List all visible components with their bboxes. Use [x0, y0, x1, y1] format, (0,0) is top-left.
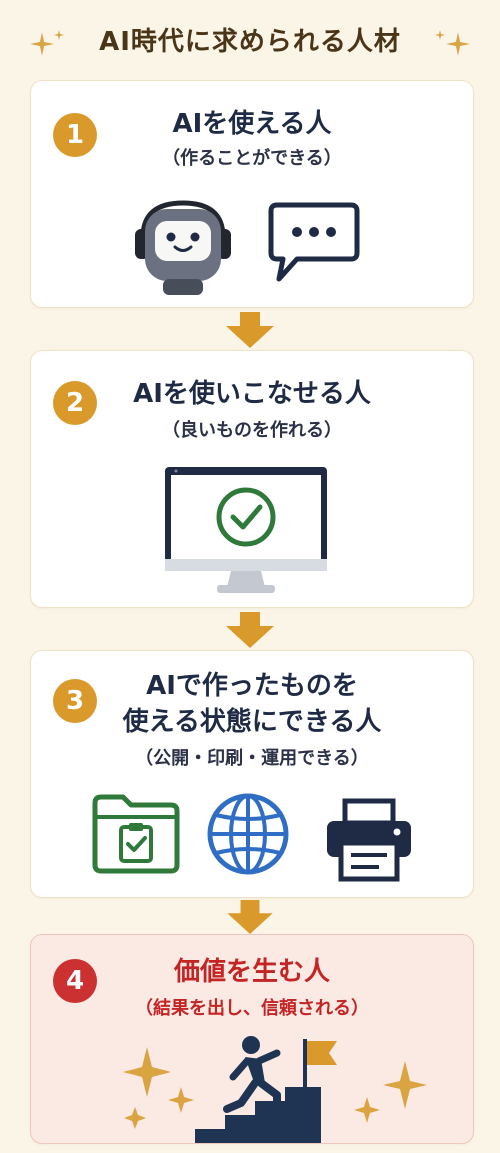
step-subtitle: （結果を出し、信頼される） — [135, 998, 369, 1019]
step-card-2: 2 AIを使いこなせる人 （良いものを作れる） — [30, 350, 474, 608]
step-number-badge: 2 — [53, 381, 97, 425]
sparkle-icon — [354, 1061, 427, 1123]
printer-icon — [327, 798, 411, 882]
sparkle-icon — [435, 30, 470, 56]
step-heading: AIを使える人 — [172, 109, 332, 139]
step-card-4: 4 価値を生む人 （結果を出し、信頼される） — [30, 934, 474, 1144]
step-heading: AIを使いこなせる人 — [133, 379, 371, 409]
monitor-check-icon — [165, 467, 327, 593]
step-heading: 価値を生む人 — [173, 957, 330, 987]
page-title: AI時代に求められる人材 — [99, 27, 401, 57]
speech-bubble-icon — [268, 202, 360, 282]
globe-icon — [207, 793, 289, 875]
folder-check-icon — [92, 794, 180, 874]
step-card-3: 3 AIで作ったものを 使える状態にできる人 （公開・印刷・運用できる） — [30, 650, 474, 898]
sparkle-icon — [123, 1047, 194, 1129]
down-arrow-icon — [226, 612, 274, 648]
down-arrow-icon — [226, 312, 274, 348]
step-number-badge: 4 — [53, 959, 97, 1003]
sparkle-icon — [30, 30, 64, 56]
step-subtitle: （良いものを作れる） — [162, 420, 342, 441]
step-number-badge: 3 — [53, 679, 97, 723]
step-heading-line-1: AIで作ったものを — [146, 671, 358, 701]
down-arrow-icon — [227, 900, 273, 934]
step-number-badge: 1 — [53, 113, 97, 157]
step-card-1: 1 AIを使える人 （作ることができる） — [30, 80, 474, 308]
climbing-stairs-flag-icon — [195, 1036, 337, 1143]
step-subtitle: （作ることができる） — [162, 148, 342, 169]
step-subtitle: （公開・印刷・運用できる） — [135, 748, 369, 769]
step-heading-line-2: 使える状態にできる人 — [122, 707, 382, 737]
robot-icon — [135, 200, 231, 295]
